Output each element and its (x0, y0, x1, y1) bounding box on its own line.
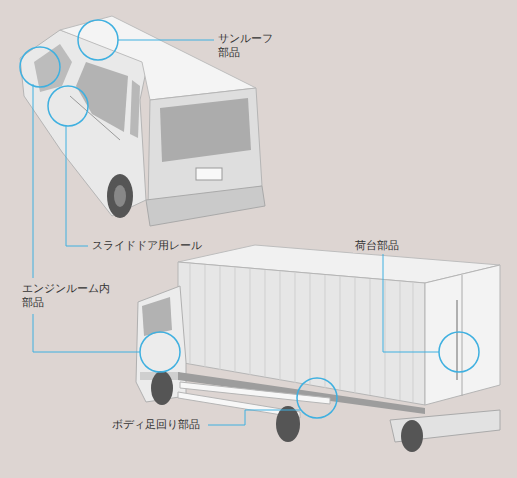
rib (325, 275, 326, 388)
part-label: 荷台部品 (353, 239, 401, 253)
callouts (20, 20, 479, 418)
van-bumper (146, 186, 265, 226)
rib (280, 271, 281, 380)
van-side-window (76, 62, 128, 132)
part-label: スライドドア用レール (90, 239, 204, 253)
rear-door-seam (462, 275, 463, 396)
leader-lines (33, 40, 439, 425)
box-rear (425, 265, 500, 405)
van-door-line (70, 96, 120, 140)
callout-circle (78, 20, 118, 60)
chassis (178, 372, 425, 414)
rib (205, 265, 206, 367)
rib (340, 276, 341, 390)
rib (250, 269, 251, 375)
rib (355, 278, 356, 393)
rib (265, 270, 266, 377)
rib (190, 264, 191, 364)
callout-circle (297, 378, 337, 418)
windshield (142, 297, 172, 336)
part-label: サンルーフ 部品 (216, 32, 275, 60)
leader-line (383, 254, 439, 352)
callout-circle (20, 47, 60, 87)
rib (413, 282, 414, 402)
rib (310, 274, 311, 385)
leader-line (118, 40, 214, 41)
rib (400, 281, 401, 400)
rib (295, 273, 296, 383)
van-plate (196, 168, 222, 180)
callout-circle (439, 332, 479, 372)
rib (370, 279, 371, 395)
truck-wheel (401, 420, 423, 452)
van-rear-window (160, 98, 251, 162)
part-label: エンジンルーム内 部品 (20, 282, 112, 310)
van-side-window (130, 80, 140, 138)
leader-line (33, 314, 140, 352)
leader-line (33, 84, 34, 278)
rib (385, 280, 386, 398)
truck-wheel (276, 406, 300, 442)
rib (235, 267, 236, 372)
van-hub (114, 185, 126, 207)
leader-line (66, 126, 88, 246)
callout-circle (140, 332, 180, 372)
rib (220, 266, 221, 370)
door-bar (456, 300, 458, 380)
part-label: ボディ足回り部品 (110, 418, 202, 432)
truck-wheel (151, 371, 173, 405)
callout-circle (48, 86, 88, 126)
leader-line (208, 410, 301, 425)
van-wheel (107, 174, 133, 218)
